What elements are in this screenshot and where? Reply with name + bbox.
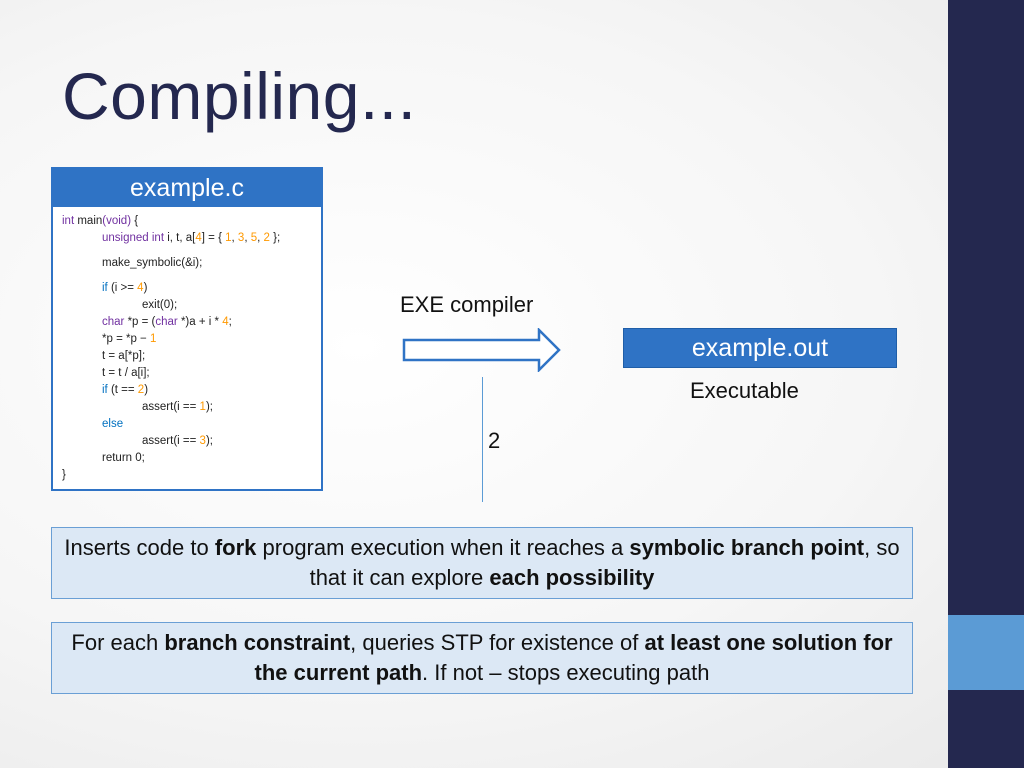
note-emphasis: symbolic branch point — [629, 535, 865, 560]
code-line: t = t / a[i]; — [62, 365, 280, 382]
code-line: exit(0); — [62, 297, 280, 314]
code-token: return 0; — [102, 452, 145, 464]
fork-note: Inserts code to fork program execution w… — [51, 527, 913, 599]
code-token: } — [62, 469, 66, 481]
code-token: ) — [144, 384, 149, 396]
note-emphasis: branch constraint — [164, 630, 351, 655]
code-token: 1 — [149, 333, 157, 345]
code-token: 4 — [222, 316, 229, 328]
note-emphasis: at least one solution for the current pa… — [254, 630, 893, 685]
output-file-name: example.out — [623, 328, 897, 368]
code-line: t = a[*p]; — [62, 348, 280, 365]
note-text: . If not – stops executing path — [422, 660, 710, 685]
note-text: program execution when it reaches a — [256, 535, 630, 560]
code-line: unsigned int i, t, a[4] = { 1, 3, 5, 2 }… — [62, 230, 280, 247]
note-text: For each — [71, 630, 165, 655]
output-caption: Executable — [690, 378, 799, 403]
note-emphasis: fork — [214, 535, 257, 560]
code-token: 3 — [237, 232, 245, 244]
code-token: char — [102, 316, 125, 328]
code-token: *)a + i * — [177, 316, 223, 328]
note-text: , so that it can explore — [309, 535, 900, 590]
constraint-note: For each branch constraint, queries STP … — [51, 622, 913, 694]
code-line: assert(i == 1); — [62, 399, 280, 416]
code-token: t = a[*p]; — [102, 350, 146, 362]
note-emphasis: each possibility — [489, 565, 655, 590]
code-token: 1 — [225, 232, 232, 244]
note-text: , queries STP for existence of — [350, 630, 645, 655]
code-token: *p = ( — [124, 316, 156, 328]
code-token: , — [257, 232, 264, 244]
code-line: return 0; — [62, 450, 280, 467]
code-token: ); — [205, 401, 213, 413]
code-token: if — [102, 282, 108, 294]
code-line: else — [62, 416, 280, 433]
code-token: 4 — [137, 282, 144, 294]
code-token: , — [231, 232, 238, 244]
source-code: int main(void) {unsigned int i, t, a[4] … — [62, 213, 280, 484]
code-token: ) — [143, 282, 148, 294]
divider-line — [482, 377, 483, 502]
code-line: } — [62, 467, 280, 484]
code-line: *p = *p − 1 — [62, 331, 280, 348]
source-code-box: example.c int main(void) {unsigned int i… — [51, 167, 323, 491]
source-file-name: example.c — [53, 169, 321, 207]
code-token: (void) — [102, 215, 132, 227]
code-token: *p = *p − — [102, 333, 150, 345]
code-token: unsigned int — [102, 232, 165, 244]
code-token: make_symbolic(&i); — [102, 257, 203, 269]
side-accent — [948, 615, 1024, 690]
code-token: , — [244, 232, 251, 244]
code-token: ] = { — [201, 232, 226, 244]
code-token: 1 — [199, 401, 206, 413]
code-token: else — [102, 418, 124, 430]
compiler-label: EXE compiler — [400, 292, 534, 317]
branch-count: 2 — [488, 428, 501, 453]
code-token: exit(0); — [142, 299, 178, 311]
compile-arrow-icon — [402, 328, 561, 372]
code-token: i, t, a[ — [164, 232, 196, 244]
code-line: if (t == 2) — [62, 382, 280, 399]
code-token: if — [102, 384, 108, 396]
code-token: 4 — [195, 232, 202, 244]
code-token: ; — [228, 316, 232, 328]
code-token: ); — [205, 435, 213, 447]
code-token: main — [74, 215, 103, 227]
code-line: char *p = (char *)a + i * 4; — [62, 314, 280, 331]
code-line: make_symbolic(&i); — [62, 255, 280, 272]
slide-title: Compiling... — [62, 59, 417, 133]
code-token: 5 — [250, 232, 258, 244]
code-token: }; — [269, 232, 281, 244]
code-token: 3 — [199, 435, 206, 447]
code-line: int main(void) { — [62, 213, 280, 230]
code-token: { — [131, 215, 139, 227]
code-token: (t == — [107, 384, 138, 396]
code-line: if (i >= 4) — [62, 280, 280, 297]
code-token: 2 — [137, 384, 145, 396]
code-token: int — [62, 215, 75, 227]
code-token: assert(i == — [142, 401, 200, 413]
code-token: 2 — [263, 232, 270, 244]
note-text: Inserts code to — [64, 535, 215, 560]
code-token: assert(i == — [142, 435, 200, 447]
code-token: t = t / a[i]; — [102, 367, 150, 379]
code-line: assert(i == 3); — [62, 433, 280, 450]
code-token: char — [155, 316, 178, 328]
code-token: (i >= — [107, 282, 138, 294]
